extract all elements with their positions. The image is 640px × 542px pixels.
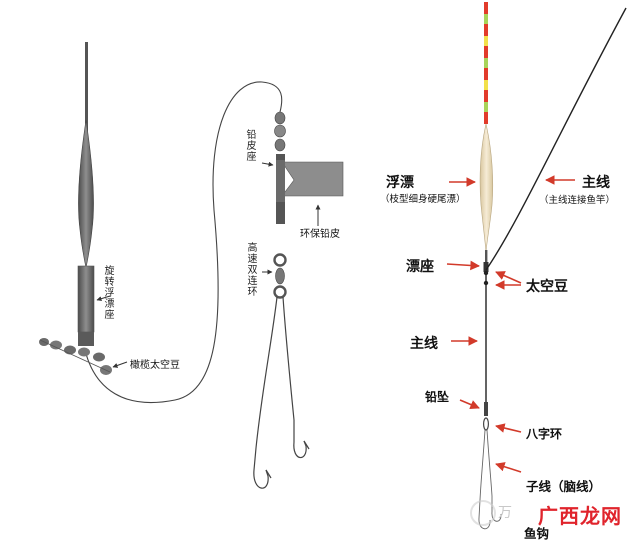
right-float-antenna xyxy=(484,2,488,124)
right-rig xyxy=(446,2,627,530)
main-line-note-label: （主线连接鱼竿） xyxy=(539,195,616,206)
main-line-mid-label: 主线 xyxy=(410,336,438,352)
swivel-arrow-right xyxy=(495,423,522,433)
right-float-stem xyxy=(485,250,488,272)
swivel-label: 八字环 xyxy=(526,427,563,441)
space-bean-arrow-a xyxy=(495,271,522,284)
space-bean-1 xyxy=(483,270,489,276)
right-float-body xyxy=(479,123,494,253)
sinker-label: 铅坠 xyxy=(425,390,450,404)
main-line-top-label: 主线 xyxy=(582,175,610,191)
watermark-faint-text: 万 xyxy=(498,505,512,521)
left-main-line xyxy=(84,81,283,404)
olive-bean-arrow xyxy=(112,361,128,368)
sinker-arrow xyxy=(459,399,480,410)
space-bean-2 xyxy=(483,280,489,286)
left-float-seat xyxy=(78,332,94,346)
sub-line-label: 子线（脑线） xyxy=(526,479,602,494)
watermark-logo-icon xyxy=(470,500,496,526)
sub-line-arrow xyxy=(495,462,522,473)
float-seat-label: 漂座 xyxy=(406,259,434,275)
eco-lead-sheet-label: 环保铅皮 xyxy=(300,229,340,240)
left-float-tube xyxy=(77,265,95,333)
right-float-seat xyxy=(483,262,489,272)
left-hooks xyxy=(253,296,310,489)
olive-space-bean-label: 橄榄太空豆 xyxy=(130,360,180,371)
eco-lead-sheet xyxy=(281,161,344,197)
left-float-antenna xyxy=(85,42,88,142)
right-sinker xyxy=(484,402,488,416)
float-label: 浮漂 xyxy=(386,175,414,191)
hook-label: 鱼钩 xyxy=(524,526,550,541)
left-float-body xyxy=(78,119,94,269)
right-swivel xyxy=(483,417,490,431)
lead-seat-column xyxy=(273,111,344,299)
lead-seat-arrow xyxy=(261,161,274,167)
olive-space-beans xyxy=(39,338,112,375)
float-seat-rotating-label: 旋转浮漂座 xyxy=(104,266,115,321)
lead-seat-label: 铅皮座 xyxy=(246,130,257,163)
high-speed-swivel-label: 高速双连环 xyxy=(247,243,258,298)
float-seat-arrow-right xyxy=(446,260,480,271)
right-red-arrows xyxy=(446,175,575,473)
watermark-text: 广西龙网 xyxy=(538,504,622,528)
left-rig xyxy=(39,42,344,489)
float-note-label: （枝型细身硬尾漂） xyxy=(380,194,466,205)
float-seat-arrow xyxy=(96,295,111,302)
rod-line xyxy=(485,7,627,271)
space-bean-label: 太空豆 xyxy=(526,279,568,295)
